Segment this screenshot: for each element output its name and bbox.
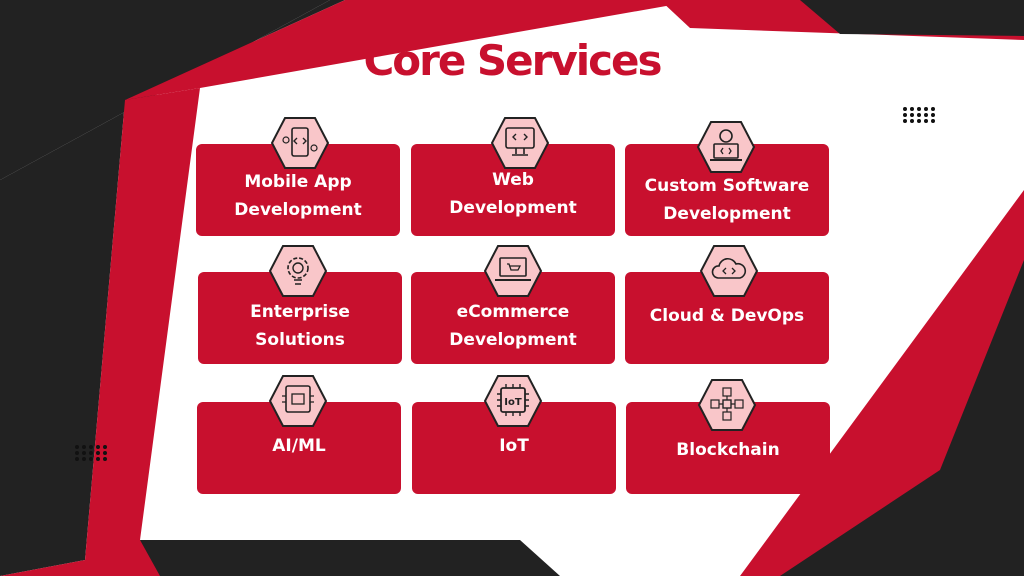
service-label: Blockchain bbox=[676, 440, 780, 460]
iot-chip-icon: IoT bbox=[483, 375, 543, 427]
mobile-code-icon bbox=[270, 117, 330, 169]
service-label: AI/ML bbox=[272, 436, 326, 456]
monitor-code-icon bbox=[490, 117, 550, 169]
service-card-mobile-app: Mobile App Development bbox=[196, 144, 400, 236]
service-label: Web Development bbox=[449, 170, 577, 218]
dot-grid-decoration bbox=[75, 445, 107, 461]
service-card-ecommerce: eCommerce Development bbox=[411, 272, 615, 364]
dot-grid-decoration bbox=[903, 107, 935, 123]
service-label: IoT bbox=[499, 436, 529, 456]
lightbulb-gear-icon bbox=[268, 245, 328, 297]
service-label: Mobile App Development bbox=[234, 172, 362, 220]
ai-chip-icon bbox=[268, 375, 328, 427]
laptop-cart-icon bbox=[483, 245, 543, 297]
cloud-code-icon bbox=[699, 245, 759, 297]
service-label: eCommerce Development bbox=[449, 302, 577, 350]
service-label: Custom Software Development bbox=[644, 176, 810, 224]
blockchain-network-icon bbox=[697, 379, 757, 431]
svg-text:IoT: IoT bbox=[504, 397, 522, 408]
service-label: Enterprise Solutions bbox=[250, 302, 350, 350]
service-label: Cloud & DevOps bbox=[649, 306, 805, 326]
page-title: Core Services bbox=[363, 36, 662, 85]
gear-laptop-code-icon bbox=[696, 121, 756, 173]
